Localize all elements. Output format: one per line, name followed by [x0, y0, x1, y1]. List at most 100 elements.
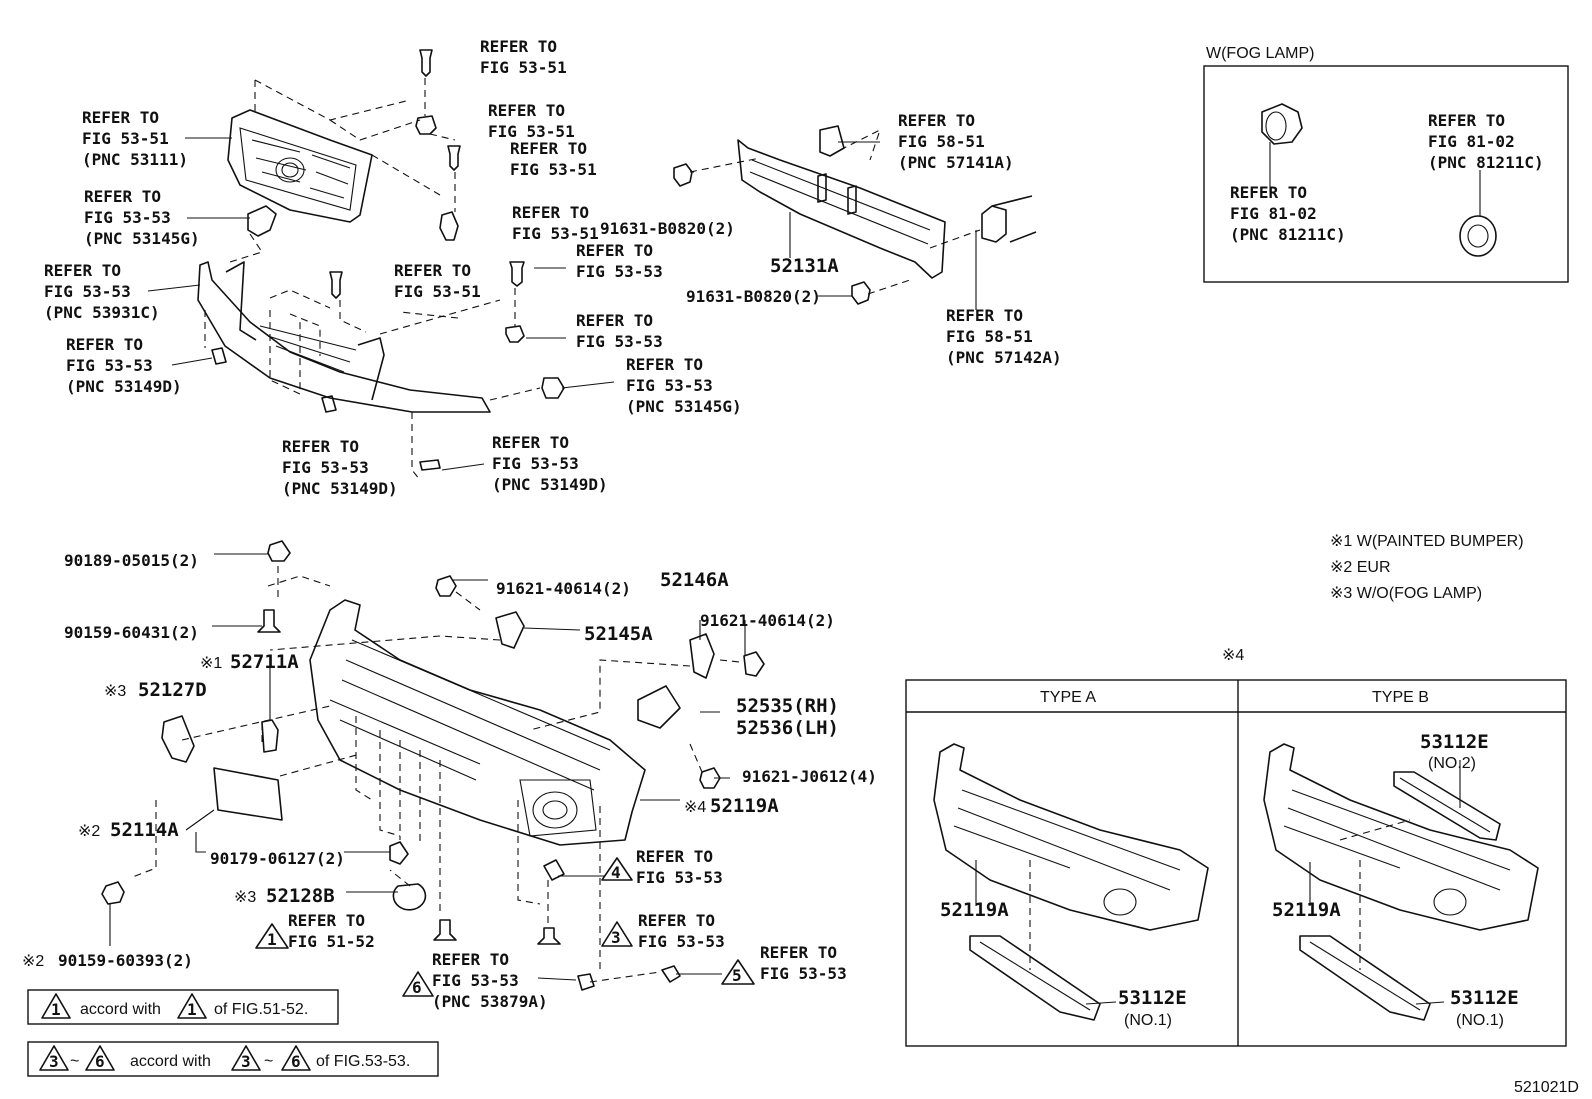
part-number-p3: 91631-B0820(2): [686, 287, 821, 306]
callout-l13-line3: (PNC 53149D): [282, 479, 398, 498]
legend2-triangle-6-number: 6: [95, 1052, 105, 1071]
callout-l8-line2: FIG 53-51: [394, 282, 481, 301]
type-a-label: TYPE A: [1040, 689, 1096, 706]
part-number-p21: 52119A: [1272, 899, 1341, 921]
legend2-triangle-6b-icon: [281, 1045, 311, 1071]
callout-l21-line2: FIG 53-53: [638, 932, 725, 951]
callout-l19-line2: FIG 53-53: [636, 868, 723, 887]
legend2-triangle-3b-number: 3: [241, 1052, 251, 1071]
callout-l23-line2: FIG 53-53: [760, 964, 847, 983]
legend2-triangle-3-icon: [39, 1045, 69, 1071]
part-number-p16: 52114A: [110, 819, 179, 841]
callout-l22-line2: FIG 53-53: [432, 971, 519, 990]
part-number-p9: 91621-40614(2): [700, 611, 835, 630]
callout-l9-line1: REFER TO: [576, 241, 653, 260]
note-without-fog-lamp: ※3 W/O(FOG LAMP): [1330, 585, 1482, 602]
grille-support: [197, 261, 565, 471]
triangle-3-icon: [601, 921, 633, 947]
condition-mark-m4: ※2: [78, 823, 100, 840]
part-number-p13: 52536(LH): [736, 717, 839, 739]
part-number-p27: (NO.2): [1428, 755, 1476, 772]
notes: ※1 W(PAINTED BUMPER) ※2 EUR ※3 W/O(FOG L…: [1330, 533, 1524, 602]
legend-box-1: 1 accord with 1 of FIG.51-52.: [27, 989, 339, 1025]
callout-l5-line1: REFER TO: [82, 108, 159, 127]
callout-l22-line3: (PNC 53879A): [432, 992, 548, 1011]
condition-mark-m5: ※3: [234, 889, 256, 906]
callout-l1-line2: FIG 53-51: [480, 58, 567, 77]
part-number-p1: 91631-B0820(2): [600, 219, 735, 238]
callout-l10-line2: FIG 53-53: [576, 332, 663, 351]
legend-triangle-1-number: 1: [51, 1000, 61, 1019]
callout-l15-line1: REFER TO: [898, 111, 975, 130]
legend-triangle-1b-icon: [177, 993, 207, 1019]
callout-l7-line2: FIG 53-53: [44, 282, 131, 301]
legend2-triangle-3-number: 3: [49, 1052, 59, 1071]
upper-dashed-lines: [204, 78, 541, 481]
note-painted-bumper: ※1 W(PAINTED BUMPER): [1330, 533, 1524, 550]
callout-l11-line3: (PNC 53149D): [66, 377, 182, 396]
triangle-1-number: 1: [267, 930, 277, 949]
legend2-triangle-3b-icon: [231, 1045, 261, 1071]
callout-l15-line3: (PNC 57141A): [898, 153, 1014, 172]
legend-fig-ref-text: of FIG.51-52.: [214, 1001, 308, 1018]
legend2-triangle-6-icon: [85, 1045, 115, 1071]
triangle-4-icon: [601, 857, 633, 881]
condition-mark-m6: ※2: [22, 953, 44, 970]
legend-triangle-1b-number: 1: [187, 1000, 197, 1019]
part-number-p18: 52128B: [266, 885, 335, 907]
part-number-p11: 52127D: [138, 679, 207, 701]
part-number-p23: (NO.1): [1124, 1012, 1172, 1029]
callout-l4-line1: REFER TO: [512, 203, 589, 222]
part-number-p15: 52119A: [710, 795, 779, 817]
part-number-p25: (NO.1): [1456, 1012, 1504, 1029]
fog-lamp-box: W(FOG LAMP): [1203, 45, 1569, 283]
callout-l20-line1: REFER TO: [288, 911, 365, 930]
figure-code: 521021D: [1514, 1079, 1579, 1096]
legend2-triangle-6b-number: 6: [291, 1052, 301, 1071]
lower-small-parts: [101, 540, 765, 991]
callout-l15-line2: FIG 58-51: [898, 132, 985, 151]
legend2-fig-ref-text: of FIG.53-53.: [316, 1053, 410, 1070]
triangle-3-number: 3: [611, 928, 621, 947]
callout-l7-line3: (PNC 53931C): [44, 303, 160, 322]
callout-l16-line3: (PNC 57142A): [946, 348, 1062, 367]
part-number-p10: 52711A: [230, 651, 299, 673]
legend2-accord-with-text: accord with: [130, 1053, 211, 1070]
callout-l7-line1: REFER TO: [44, 261, 121, 280]
part-number-p17: 90179-06127(2): [210, 849, 345, 868]
callout-l6-line3: (PNC 53145G): [84, 229, 200, 248]
triangle-4-number: 4: [611, 863, 621, 882]
callout-l9-line2: FIG 53-53: [576, 262, 663, 281]
callout-l23-line1: REFER TO: [760, 943, 837, 962]
part-number-p19: 90159-60393(2): [58, 951, 193, 970]
triangle-5-number: 5: [732, 966, 742, 985]
condition-mark-m7: ※4: [1222, 647, 1244, 664]
radiator-grille: [227, 109, 373, 223]
fog-lamp-box-title: W(FOG LAMP): [1206, 45, 1314, 62]
type-b-label: TYPE B: [1372, 689, 1429, 706]
callout-l12-line3: (PNC 53145G): [626, 397, 742, 416]
callout-l18-line2: FIG 81-02: [1230, 204, 1317, 223]
legend2-tilde-2: ~: [264, 1053, 273, 1070]
callout-l18-line1: REFER TO: [1230, 183, 1307, 202]
condition-mark-m2: ※3: [104, 683, 126, 700]
callout-l5-line3: (PNC 53111): [82, 150, 188, 169]
callout-l5-line2: FIG 53-51: [82, 129, 169, 148]
part-number-p24: 53112E: [1450, 987, 1519, 1009]
bumper-cover-52119A: [309, 599, 646, 846]
part-number-p8: 52145A: [584, 623, 653, 645]
callout-l14-line2: FIG 53-53: [492, 454, 579, 473]
callout-l1-line1: REFER TO: [480, 37, 557, 56]
callout-l16-line2: FIG 58-51: [946, 327, 1033, 346]
condition-mark-m3: ※4: [684, 799, 706, 816]
callout-l18-line3: (PNC 81211C): [1230, 225, 1346, 244]
leader-lines: [109, 137, 1461, 1005]
callout-l3-line1: REFER TO: [510, 139, 587, 158]
callout-l17-line1: REFER TO: [1428, 111, 1505, 130]
legend-triangle-1-icon: [41, 993, 71, 1019]
part-number-p22: 53112E: [1118, 987, 1187, 1009]
callout-l17-line3: (PNC 81211C): [1428, 153, 1544, 172]
callout-l10-line1: REFER TO: [576, 311, 653, 330]
callout-l6-line2: FIG 53-53: [84, 208, 171, 227]
